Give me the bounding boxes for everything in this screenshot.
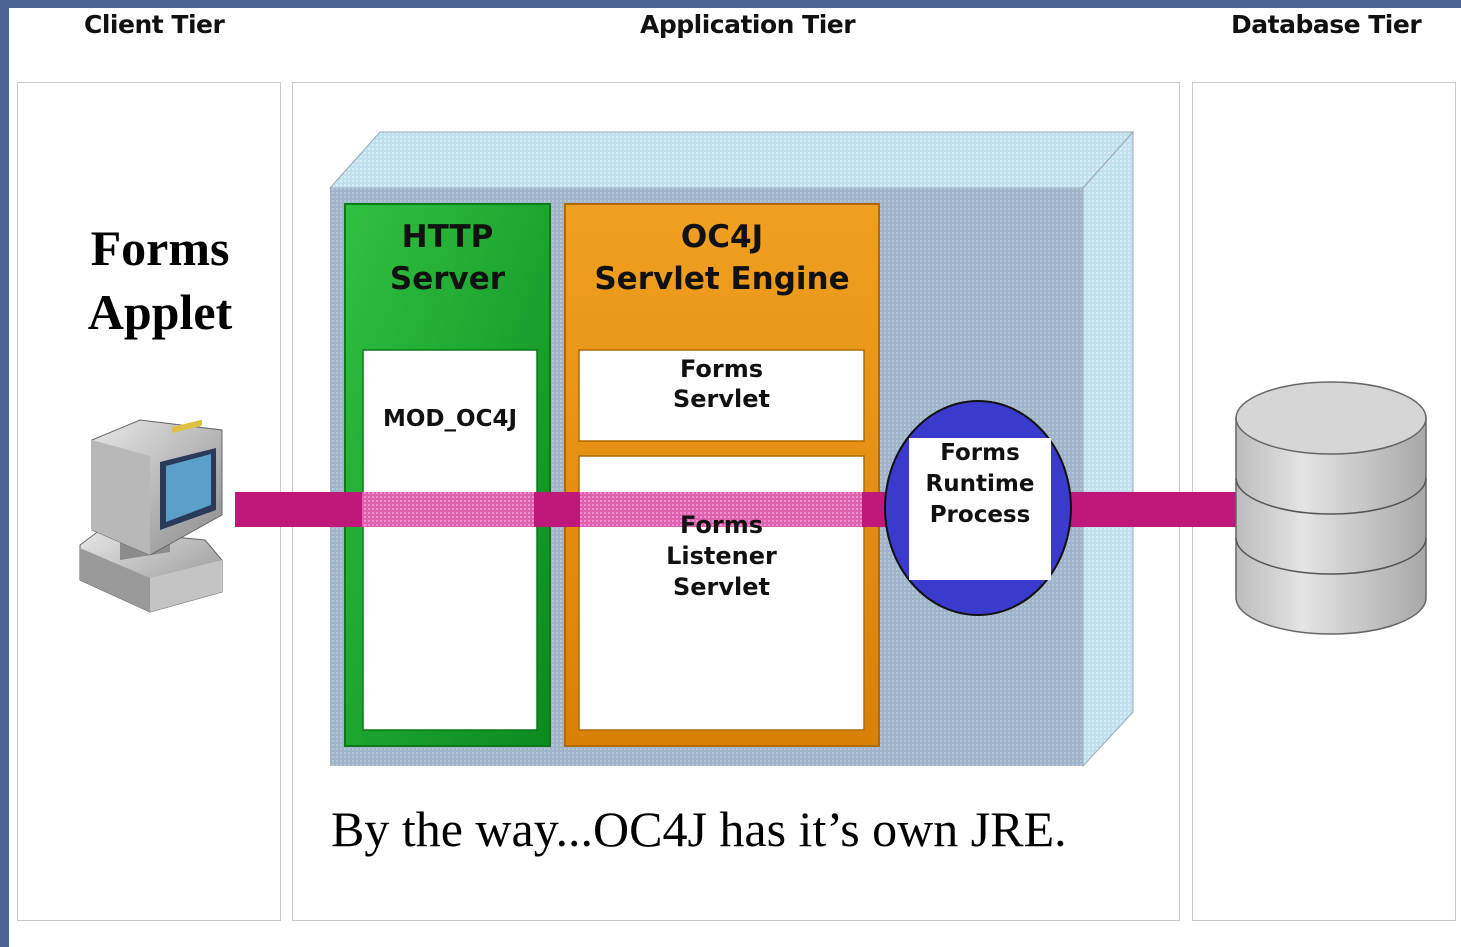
top-frame-border (0, 0, 1461, 8)
forms-servlet-label: Forms Servlet (579, 354, 864, 414)
runtime-line3: Process (929, 502, 1031, 528)
runtime-process-node (884, 400, 1072, 616)
client-tier-label: Client Tier (84, 10, 225, 39)
applet-title-line1: Forms (90, 220, 230, 276)
mod-oc4j-label: MOD_OC4J (382, 406, 518, 432)
computer-icon (79, 419, 223, 613)
forms-servlet-line1: Forms (679, 355, 764, 383)
forms-applet-title: Forms Applet (40, 216, 280, 344)
listener-line2: Listener (666, 542, 777, 570)
oc4j-label: OC4J Servlet Engine (565, 216, 879, 300)
forms-listener-servlet-label: Forms Listener Servlet (579, 510, 864, 603)
http-server-box (344, 203, 551, 747)
forms-servlet-line2: Servlet (672, 385, 771, 413)
forms-runtime-process-label: Forms Runtime Process (909, 438, 1051, 531)
database-icon (1235, 381, 1427, 635)
oc4j-label-line1: OC4J (680, 219, 764, 255)
jre-note: By the way...OC4J has it’s own JRE. (331, 801, 1067, 857)
application-tier-label: Application Tier (640, 10, 856, 39)
left-frame-border (0, 0, 9, 947)
database-tier-label: Database Tier (1231, 10, 1422, 39)
runtime-line2: Runtime (925, 471, 1035, 497)
connection-pipe (235, 492, 1238, 527)
runtime-line1: Forms (940, 440, 1020, 466)
applet-title-line2: Applet (87, 284, 233, 340)
listener-line1: Forms (679, 511, 764, 539)
oc4j-label-line2: Servlet Engine (594, 261, 850, 297)
listener-line3: Servlet (672, 573, 771, 601)
http-server-label-line1: HTTP (401, 219, 494, 255)
http-server-label-line2: Server (389, 261, 506, 297)
http-server-label: HTTP Server (345, 216, 550, 300)
